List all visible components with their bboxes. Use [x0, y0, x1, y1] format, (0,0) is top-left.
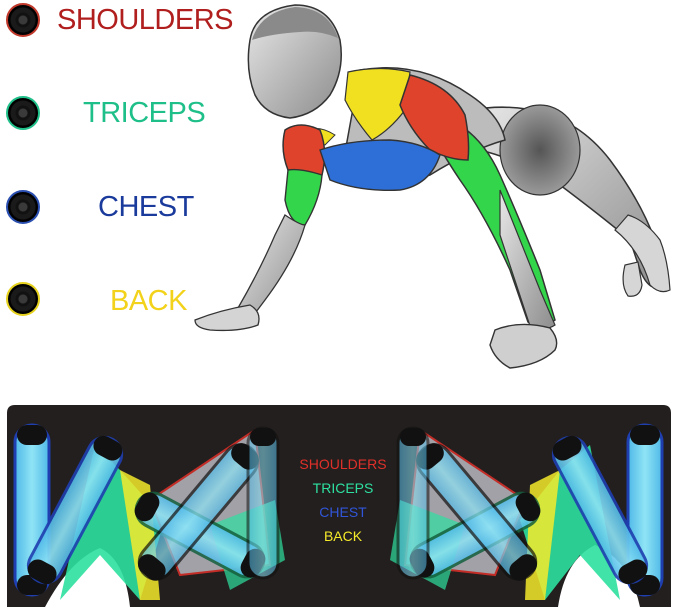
board-legend-chest: CHEST [319, 504, 367, 520]
board-legend-back: BACK [323, 528, 363, 544]
legend-label-back: BACK [110, 285, 187, 317]
legend-label-shoulders: SHOULDERS [57, 4, 234, 36]
board-legend-triceps: TRICEPS [312, 480, 374, 496]
board-legend-shoulders: SHOULDERS [299, 456, 387, 472]
green-handle-icon [6, 96, 40, 130]
pushup-board [7, 405, 671, 607]
handle-blue-left-diagonal [26, 435, 124, 585]
pushup-figure-illustration [194, 4, 671, 369]
handle-red-left-vertical [246, 426, 280, 580]
handle-blue-right-diagonal [551, 435, 649, 585]
yellow-handle-icon [6, 282, 40, 316]
board-legend: SHOULDERS TRICEPS CHEST BACK [288, 452, 398, 548]
handle-red-right-vertical [396, 426, 430, 580]
red-handle-icon [6, 3, 40, 37]
legend-label-chest: CHEST [98, 191, 194, 223]
blue-handle-icon [6, 190, 40, 224]
legend-label-triceps: TRICEPS [83, 97, 206, 129]
